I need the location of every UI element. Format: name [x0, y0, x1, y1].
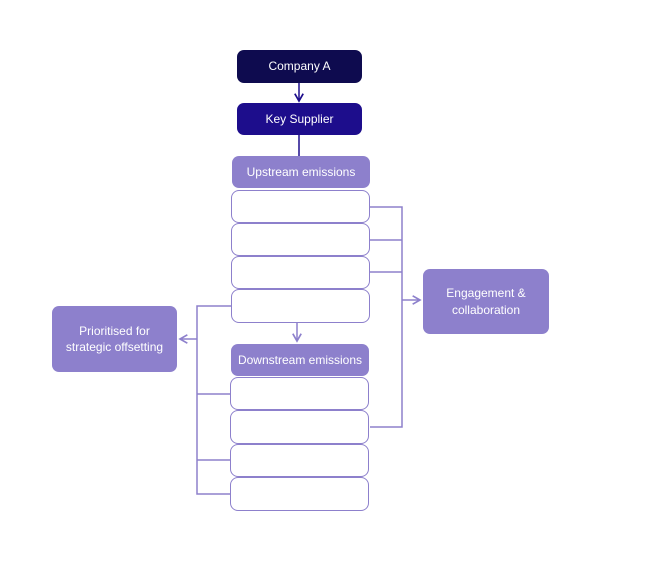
upstream-emissions-node: Upstream emissions: [232, 156, 370, 188]
strategic-offsetting-node: Prioritised for strategic offsetting: [52, 306, 177, 372]
downstream-item-box: [230, 477, 369, 511]
downstream-item-box: [230, 444, 369, 477]
key-supplier-node: Key Supplier: [237, 103, 362, 135]
company-a-node: Company A: [237, 50, 362, 83]
downstream-emissions-node: Downstream emissions: [231, 344, 369, 376]
upstream-item-box: [231, 289, 370, 323]
offsetting-bracket: [178, 305, 231, 495]
downstream-item-box: [230, 377, 369, 410]
engagement-collaboration-node: Engagement & collaboration: [423, 269, 549, 334]
upstream-item-box: [231, 256, 370, 289]
upstream-item-box: [231, 190, 370, 223]
engagement-bracket: [370, 206, 422, 428]
downstream-item-box: [230, 410, 369, 444]
upstream-item-box: [231, 223, 370, 256]
